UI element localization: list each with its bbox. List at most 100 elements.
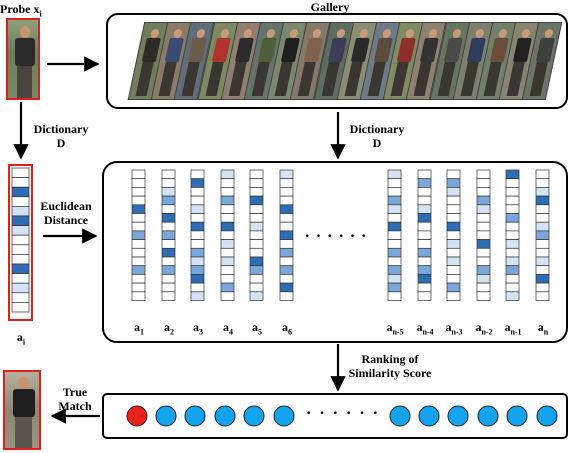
code-cell (505, 195, 520, 206)
column-label-base: a (282, 320, 288, 334)
code-cell (535, 247, 550, 258)
probe-code-cell (11, 302, 30, 313)
euclidean-line1: Euclidean (40, 199, 92, 213)
code-cell (387, 282, 402, 293)
column-label-sub: 5 (258, 327, 262, 337)
code-cell (387, 169, 402, 180)
column-label-base: a (164, 320, 170, 334)
score-circle (214, 405, 236, 427)
score-circle (389, 405, 411, 427)
probe-image (6, 18, 40, 100)
code-cell (161, 204, 176, 214)
probe-code-cell (11, 292, 30, 303)
code-cell (417, 282, 432, 293)
code-cell (476, 274, 491, 284)
code-cell (505, 221, 520, 232)
code-cell (505, 230, 520, 240)
code-cell (505, 274, 520, 284)
probe-code-cell (11, 196, 30, 207)
column-label-sub: n-5 (392, 327, 404, 337)
code-cell (387, 230, 402, 240)
code-cell (535, 204, 550, 214)
code-cell (131, 230, 146, 240)
dictionary-center-line2: D (372, 136, 382, 150)
probe-code-cell (11, 225, 30, 236)
probe-code (11, 167, 30, 313)
code-cell (446, 265, 461, 275)
code-cell (417, 265, 432, 275)
code-cell (446, 169, 461, 180)
code-cell (190, 195, 205, 206)
code-cell (535, 239, 550, 249)
code-cell (535, 230, 550, 240)
code-cell (417, 239, 432, 249)
code-cell (446, 221, 461, 232)
code-cell (417, 291, 432, 301)
code-cell (387, 221, 402, 232)
score-circle (155, 405, 177, 427)
score-circle (273, 405, 295, 427)
code-cell (220, 265, 235, 275)
code-cell (535, 187, 550, 197)
true-match-image (3, 370, 41, 450)
code-column (279, 169, 294, 301)
probe-code-label: ai (10, 330, 32, 349)
code-cell (190, 213, 205, 223)
code-cell (446, 282, 461, 293)
ranking-label: Ranking of Similarity Score (320, 352, 460, 380)
code-cell (279, 247, 294, 258)
code-cell (279, 169, 294, 180)
code-cell (161, 239, 176, 249)
code-cell (190, 187, 205, 197)
probe-code-cell (11, 254, 30, 265)
code-column (220, 169, 235, 301)
dictionary-center-line1: Dictionary (349, 122, 405, 136)
score-circle (506, 405, 528, 427)
code-cell (476, 213, 491, 223)
code-cell (161, 274, 176, 284)
code-column (190, 169, 205, 301)
code-cell (131, 282, 146, 293)
code-cell (161, 178, 176, 188)
code-cell (279, 256, 294, 267)
code-cell (131, 265, 146, 275)
column-label-base: a (223, 320, 229, 334)
code-cell (249, 204, 264, 214)
code-cell (446, 195, 461, 206)
code-cell (131, 169, 146, 180)
column-label: a4 (213, 320, 243, 339)
code-cell (535, 291, 550, 301)
code-cell (131, 178, 146, 188)
code-cell (220, 213, 235, 223)
code-cell (190, 221, 205, 232)
code-cell (476, 282, 491, 293)
column-label-sub: 6 (288, 327, 292, 337)
probe-code-cell (11, 186, 30, 198)
code-column (131, 169, 146, 301)
code-cell (161, 169, 176, 180)
code-cell (131, 247, 146, 258)
code-cell (131, 221, 146, 232)
column-label: a3 (183, 320, 213, 339)
code-cell (249, 274, 264, 284)
probe-code-label-sub: i (22, 337, 26, 347)
column-label-base: a (445, 320, 452, 334)
code-cell (446, 274, 461, 284)
code-cell (190, 265, 205, 275)
code-cell (161, 213, 176, 223)
column-label-base: a (416, 320, 423, 334)
probe-code-label-base: a (16, 330, 23, 344)
code-cell (387, 291, 402, 301)
probe-title: Probe x (0, 2, 40, 16)
code-cell (190, 169, 205, 180)
code-cell (131, 187, 146, 197)
column-label-base: a (504, 320, 511, 334)
column-label: an-1 (498, 320, 528, 339)
code-cell (417, 213, 432, 223)
code-cell (446, 291, 461, 301)
code-cell (220, 291, 235, 301)
code-cell (131, 239, 146, 249)
probe-code-cell (11, 244, 30, 255)
